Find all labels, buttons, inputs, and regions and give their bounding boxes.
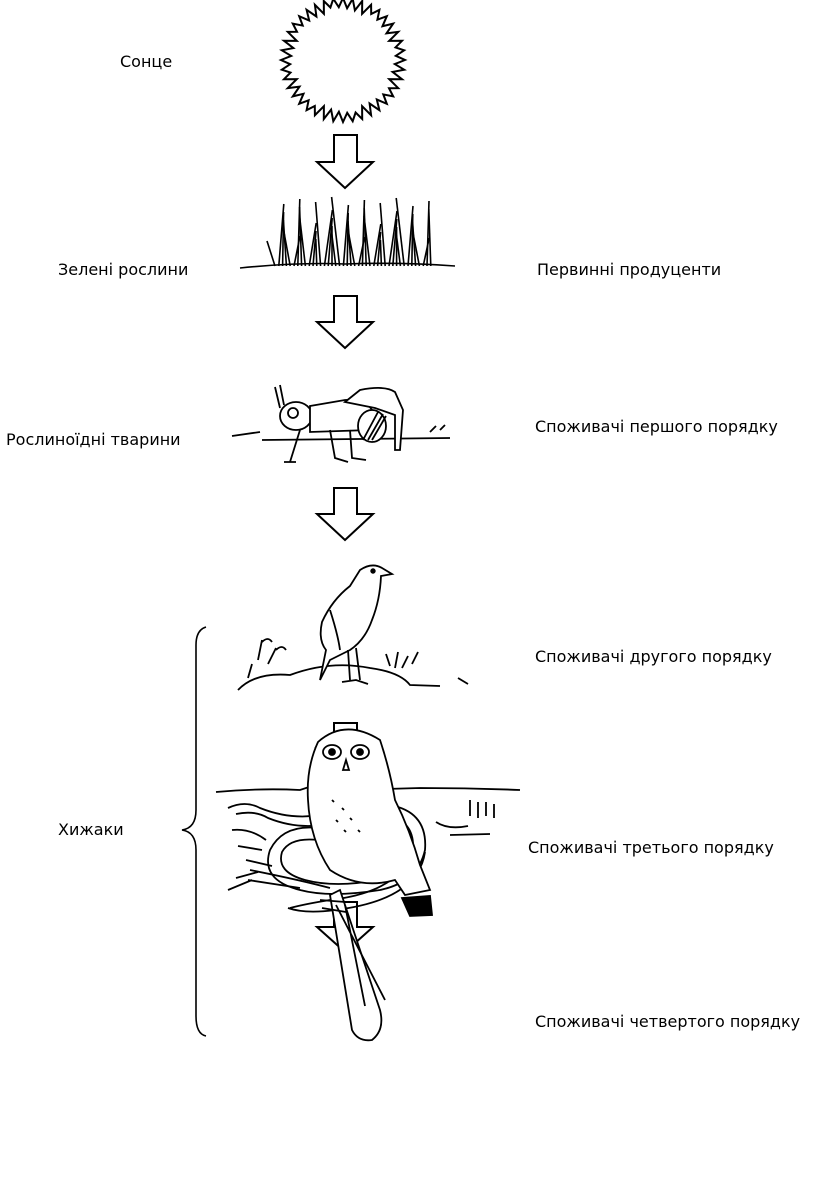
brace-icon xyxy=(182,627,206,1036)
grass-blade xyxy=(429,209,431,266)
down-arrow-icon xyxy=(317,296,373,348)
grass-blade xyxy=(347,213,348,266)
down-arrow-icon xyxy=(317,488,373,540)
grass-blade xyxy=(380,240,381,266)
owl-icon xyxy=(228,729,432,1040)
grass-blade xyxy=(332,197,340,266)
grass-blade xyxy=(316,239,317,266)
grasshopper-icon xyxy=(232,385,450,462)
down-arrow-icon xyxy=(317,135,373,188)
bird-icon xyxy=(238,565,468,690)
grass-blade xyxy=(267,241,275,266)
sun-icon xyxy=(281,0,405,122)
grass-blade xyxy=(412,214,413,266)
grass-blade xyxy=(396,198,404,266)
grass-icon xyxy=(240,197,455,268)
